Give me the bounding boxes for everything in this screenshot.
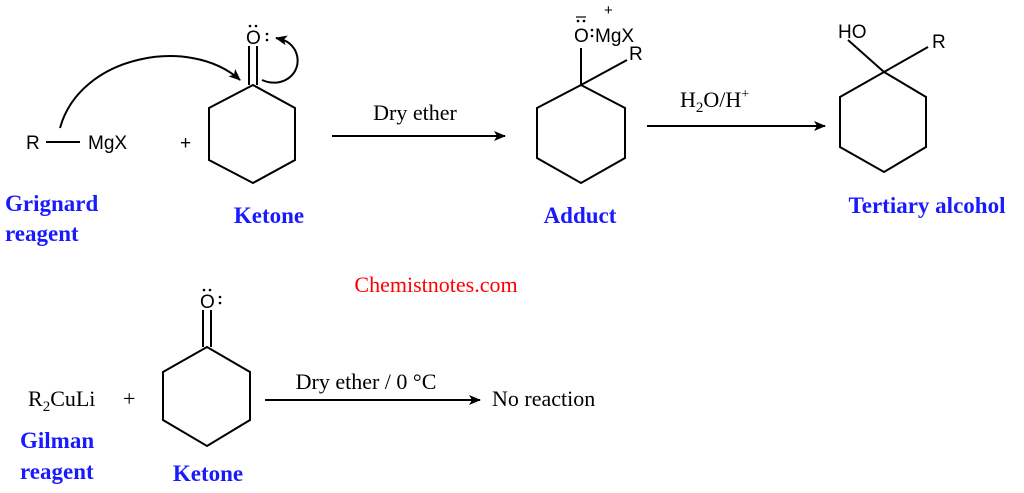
grignard-reagent: R MgX bbox=[26, 133, 127, 154]
r-group: R bbox=[932, 32, 946, 53]
positive-charge: + bbox=[604, 2, 613, 19]
c-r-bond bbox=[580, 59, 628, 86]
hydroxyl-group: HO bbox=[838, 22, 867, 43]
cyclohexane-ring bbox=[839, 70, 927, 174]
watermark: Chemistnotes.com bbox=[354, 272, 517, 297]
tertiary-alcohol-structure: HO R bbox=[838, 22, 946, 174]
cyclohexane-ring bbox=[208, 83, 296, 185]
gilman-label: Gilman bbox=[20, 428, 94, 453]
oxygen-atom: O bbox=[246, 28, 261, 49]
gilman-label: reagent bbox=[20, 459, 94, 484]
ketone-label: Ketone bbox=[173, 461, 243, 486]
ketone-structure-2: O bbox=[162, 288, 251, 448]
condition-dry-ether-0c: Dry ether / 0 °C bbox=[296, 369, 437, 394]
mgx-group: MgX bbox=[88, 133, 127, 154]
condition-h2o-h: H2O/H+ bbox=[680, 87, 749, 116]
cyclohexane-ring bbox=[536, 83, 626, 185]
tertiary-alcohol-label: Tertiary alcohol bbox=[849, 193, 1006, 218]
mgx-group: MgX bbox=[595, 26, 634, 47]
nucleophilic-attack-arrow-icon bbox=[59, 55, 241, 129]
plus-sign: + bbox=[180, 133, 191, 154]
oxygen-atom: O bbox=[200, 292, 215, 313]
grignard-label: Grignard bbox=[5, 191, 98, 216]
r-group: R bbox=[629, 44, 643, 65]
oxygen-atom: O bbox=[574, 26, 589, 47]
cyclohexane-ring bbox=[162, 345, 251, 448]
plus-sign: + bbox=[123, 386, 135, 411]
adduct-structure: O MgX + R bbox=[536, 2, 643, 185]
condition-dry-ether: Dry ether bbox=[373, 100, 457, 125]
ketone-label: Ketone bbox=[234, 203, 304, 228]
c-r-bond bbox=[883, 46, 929, 73]
gilman-reagent: R2CuLi bbox=[28, 386, 95, 415]
c-oh-bond bbox=[847, 39, 885, 73]
ketone-structure: O bbox=[208, 24, 296, 185]
grignard-label: reagent bbox=[5, 221, 79, 246]
electron-shift-arrow-icon bbox=[261, 35, 299, 84]
no-reaction-text: No reaction bbox=[492, 386, 595, 411]
adduct-label: Adduct bbox=[544, 203, 617, 228]
r-group: R bbox=[26, 133, 40, 154]
